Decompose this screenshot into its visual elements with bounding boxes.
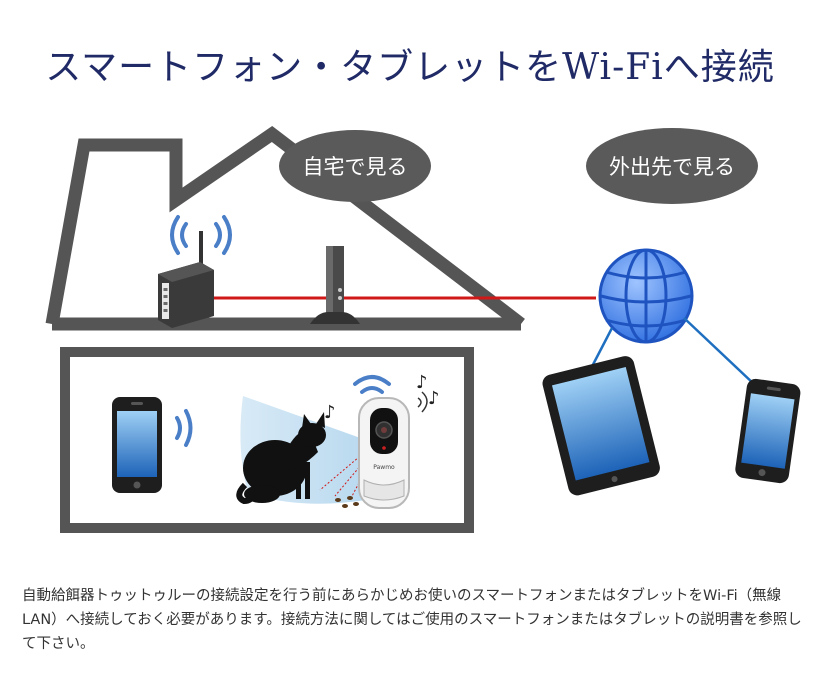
home-smartphone-icon (112, 397, 193, 493)
router-icon (158, 215, 232, 328)
svg-text:♪: ♪ (416, 372, 428, 393)
feeder-brand-label: Pawmo (373, 464, 395, 471)
outside-bubble: 外出先で見る (586, 128, 758, 204)
tablet-icon (542, 356, 660, 496)
camera-wifi-icon (353, 375, 391, 394)
home-bubble: 自宅で見る (279, 130, 431, 202)
music-note-icon: ♪ ♪ ♪ (324, 372, 440, 423)
cat-silhouette (236, 412, 326, 505)
pet-feeder-camera: Pawmo (358, 397, 410, 509)
page-title: スマートフォン・タブレットをWi-Fiへ接続 (45, 47, 775, 88)
food-pellets (335, 496, 359, 508)
svg-text:♪: ♪ (324, 402, 336, 423)
outside-bubble-label: 外出先で見る (609, 155, 735, 179)
globe-icon (598, 248, 694, 344)
svg-text:♪: ♪ (428, 388, 440, 409)
modem-icon (310, 246, 360, 324)
home-bubble-label: 自宅で見る (303, 155, 408, 179)
globe-phone-link (683, 317, 756, 386)
outside-smartphone-icon (735, 378, 801, 484)
description-text: 自動給餌器トゥットゥルーの接続設定を行う前にあらかじめお使いのスマートフォンまた… (22, 588, 802, 652)
house-room-outline (60, 347, 474, 533)
